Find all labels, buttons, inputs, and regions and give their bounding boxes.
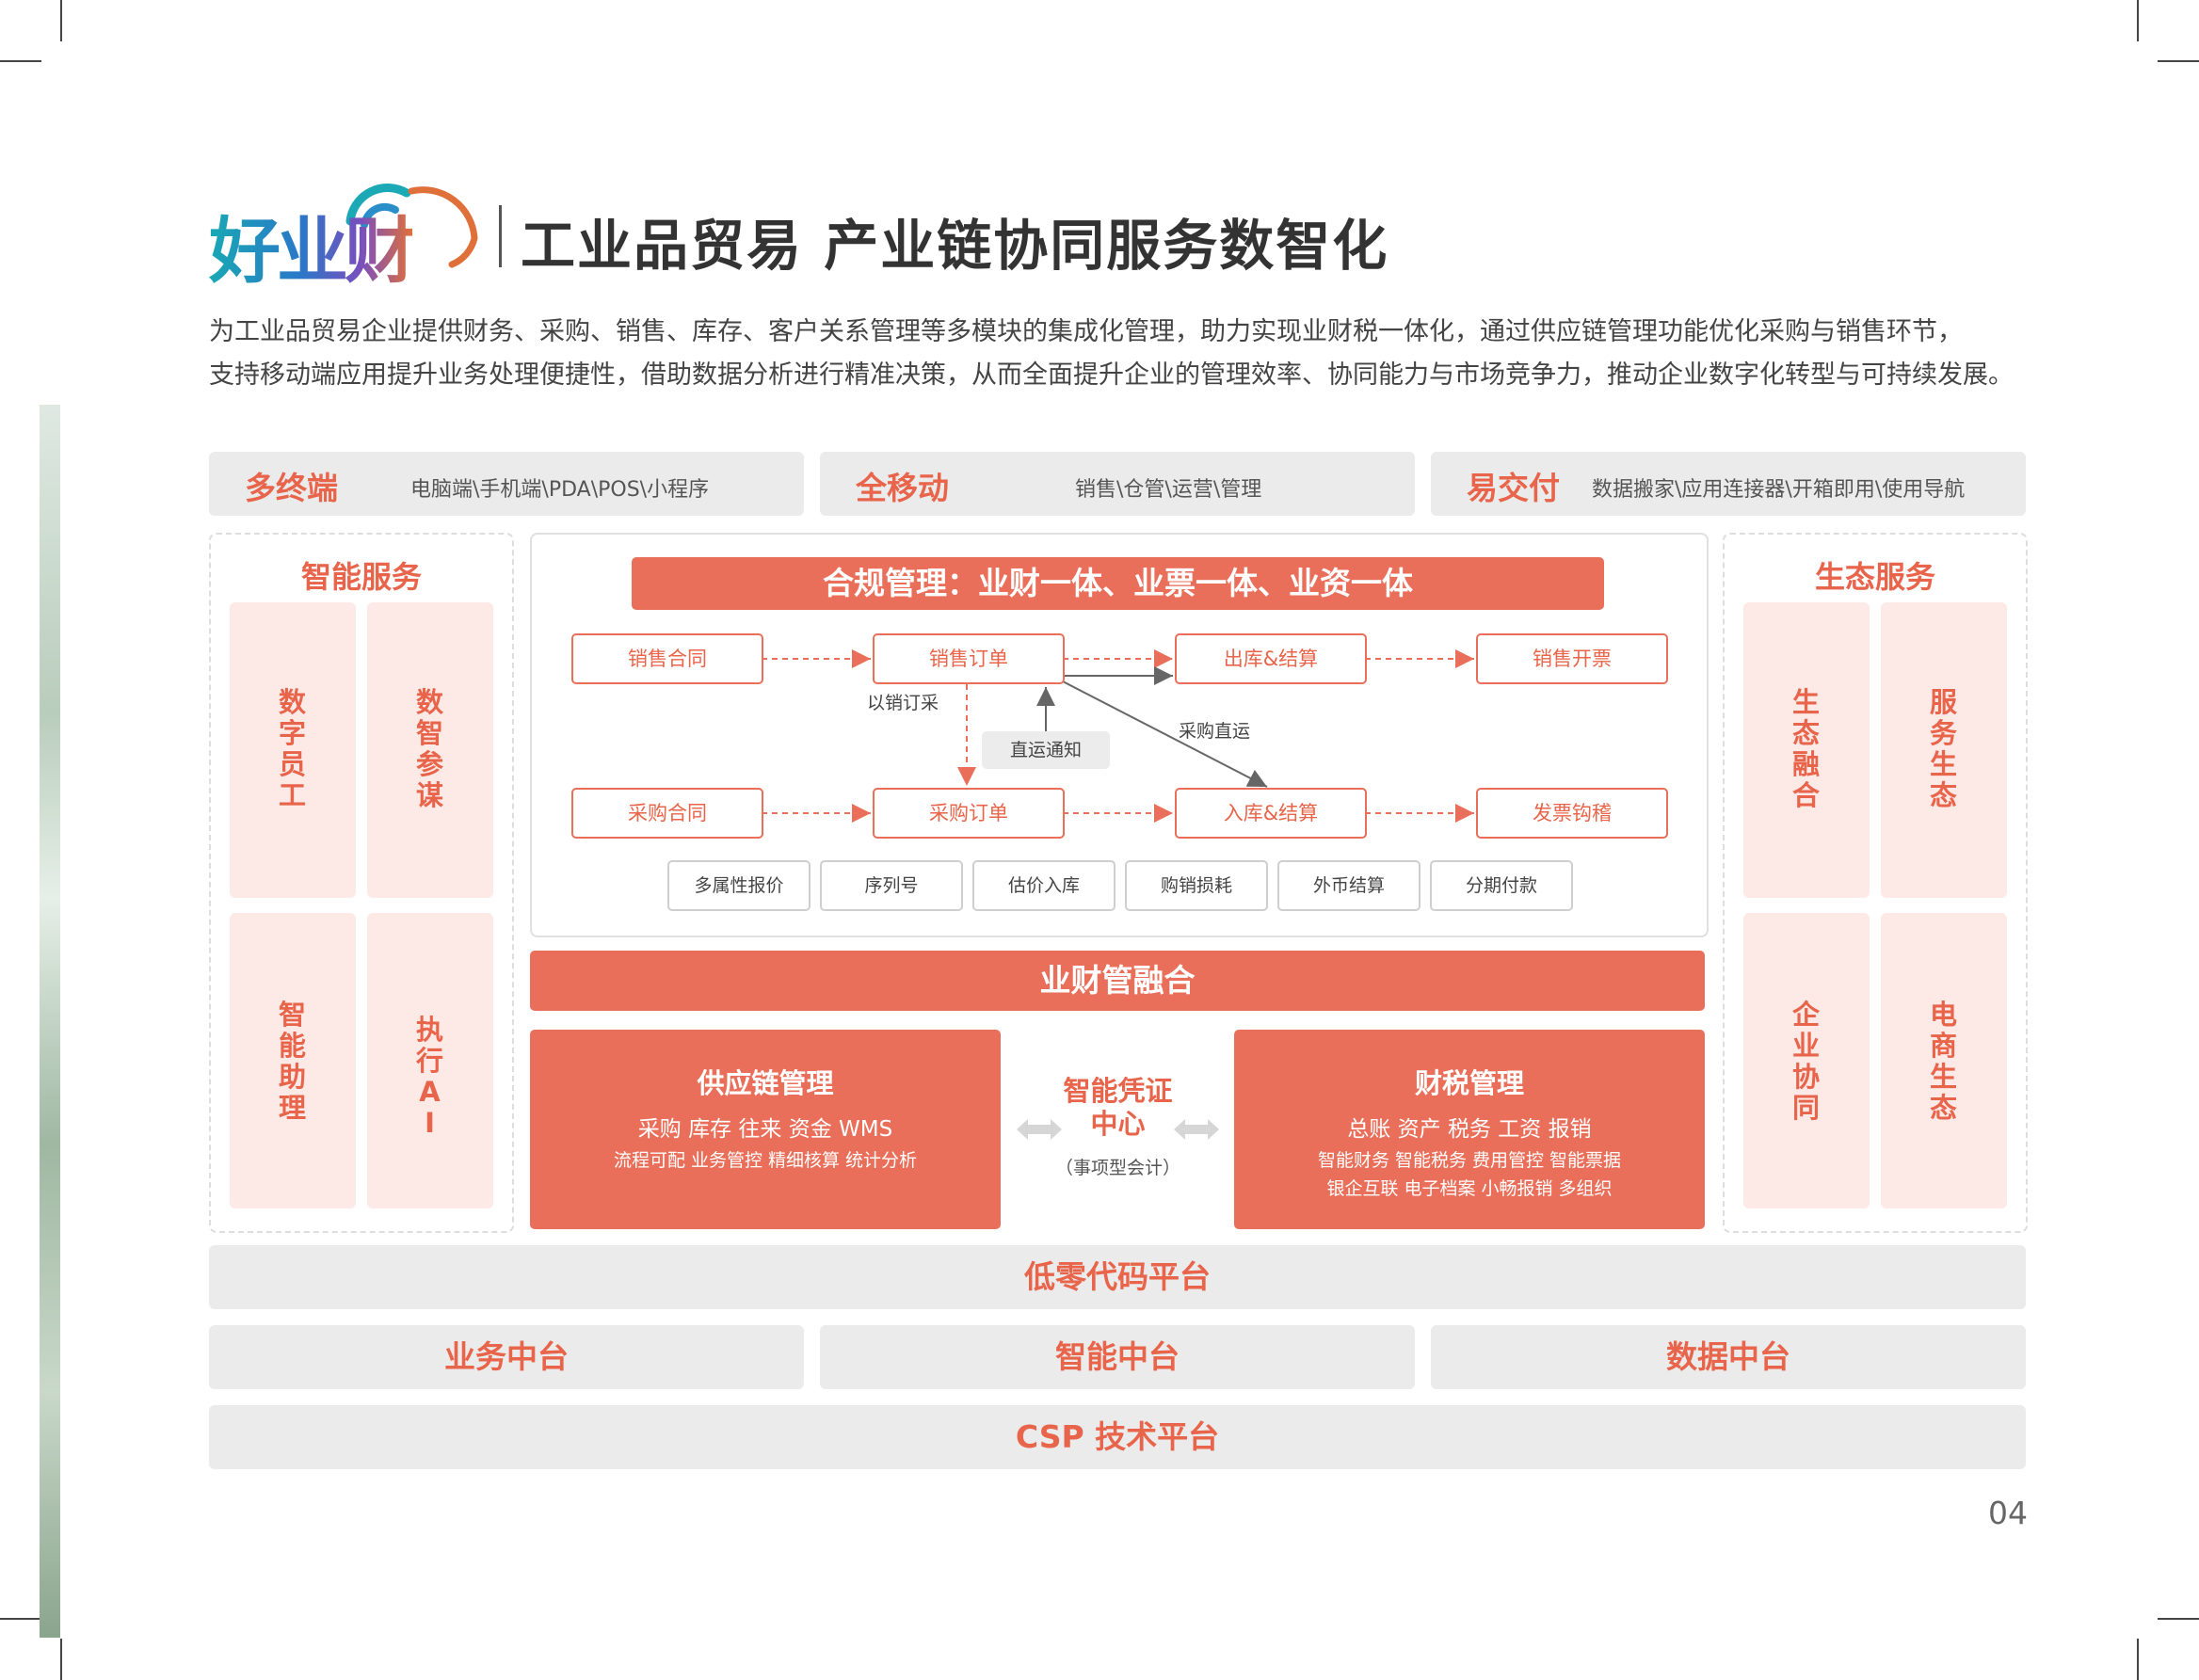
service-card: 电商生态 — [1881, 913, 2007, 1208]
topbar-sub: 电脑端\手机端\PDA\POS\小程序 — [410, 478, 710, 502]
data-middle-platform: 数据中台 — [1431, 1325, 2026, 1389]
double-arrow-icon — [1017, 1119, 1062, 1140]
service-card: 智能助理 — [230, 913, 356, 1208]
finance-tax-modules: 总账 资产 税务 工资 报销 — [1347, 1117, 1592, 1142]
feature-chip: 估价入库 — [972, 860, 1116, 911]
service-card: 服务生态 — [1881, 602, 2007, 898]
feature-chip: 分期付款 — [1430, 860, 1573, 911]
service-card-label: 服务生态 — [1929, 686, 1957, 811]
compliance-header: 合规管理：业财一体、业票一体、业资一体 — [632, 557, 1604, 610]
service-card-label: 数字员工 — [278, 686, 306, 811]
crop-mark — [2137, 1639, 2139, 1680]
flow-inbound-settlement: 入库&结算 — [1175, 788, 1367, 839]
description-line: 为工业品贸易企业提供财务、采购、销售、库存、客户关系管理等多模块的集成化管理，助… — [209, 317, 1963, 346]
voucher-center-sub: （事项型会计） — [1054, 1158, 1180, 1178]
service-card-label: 数智参谋 — [415, 686, 443, 811]
topbar-sub: 数据搬家\应用连接器\开箱即用\使用导航 — [1592, 478, 1966, 502]
page-number: 04 — [1988, 1495, 2028, 1531]
topbar-full-mobile: 全移动 销售\仓管\运营\管理 — [820, 452, 1415, 516]
description-line: 支持移动端应用提升业务处理便捷性，借助数据分析进行精准决策，从而全面提升企业的管… — [209, 360, 2014, 390]
title-divider — [499, 205, 502, 267]
feature-chip: 购销损耗 — [1125, 860, 1268, 911]
lowcode-platform-bar: 低零代码平台 — [209, 1245, 2026, 1309]
panel-title: 生态服务 — [1814, 559, 1935, 595]
panel-title: 智能服务 — [300, 559, 422, 595]
direct-shipping-notice: 直运通知 — [982, 731, 1110, 769]
topbar-multi-terminal: 多终端 电脑端\手机端\PDA\POS\小程序 — [209, 452, 804, 516]
service-card-label: 电商生态 — [1929, 999, 1957, 1124]
crop-mark — [2137, 0, 2139, 41]
logo-text: 好业财 — [209, 193, 416, 296]
crop-mark — [0, 1618, 41, 1620]
service-card: 企业协同 — [1743, 913, 1870, 1208]
service-card: 数字员工 — [230, 602, 356, 898]
label-sale-to-purchase: 以销订采 — [867, 693, 939, 713]
flow-sales-contract: 销售合同 — [571, 633, 763, 684]
service-card-label: 生态融合 — [1791, 686, 1820, 811]
finance-tax-title: 财税管理 — [1414, 1067, 1524, 1099]
logo: 好业财 — [209, 165, 491, 293]
topbar-easy-delivery: 易交付 数据搬家\应用连接器\开箱即用\使用导航 — [1431, 452, 2026, 516]
finance-tax-features: 银企互联 电子档案 小畅报销 多组织 — [1326, 1178, 1613, 1199]
supply-chain-modules: 采购 库存 往来 资金 WMS — [637, 1117, 893, 1142]
service-card-label: 执行AI — [415, 1014, 443, 1139]
business-middle-platform: 业务中台 — [209, 1325, 804, 1389]
flow-invoice-matching: 发票钩稽 — [1476, 788, 1668, 839]
topbar-title: 易交付 — [1467, 470, 1560, 506]
smart-middle-platform: 智能中台 — [820, 1325, 1415, 1389]
flow-purchase-contract: 采购合同 — [571, 788, 763, 839]
edge-photo-strip — [40, 405, 60, 1638]
business-finance-fusion-bar: 业财管融合 — [530, 951, 1705, 1011]
crop-mark — [2158, 60, 2199, 62]
flow-sales-order: 销售订单 — [873, 633, 1065, 684]
supply-chain-title: 供应链管理 — [697, 1067, 834, 1099]
crop-mark — [2158, 1618, 2199, 1620]
crop-mark — [0, 60, 41, 62]
feature-chip: 序列号 — [820, 860, 963, 911]
feature-chip: 外币结算 — [1277, 860, 1421, 911]
description: 为工业品贸易企业提供财务、采购、销售、库存、客户关系管理等多模块的集成化管理，助… — [209, 311, 2045, 397]
service-card: 数智参谋 — [367, 602, 493, 898]
voucher-title-line: 中心 — [1090, 1108, 1146, 1140]
smart-service-panel: 智能服务 数字员工 数智参谋 智能助理 执行AI — [209, 533, 514, 1233]
voucher-center-title: 智能凭证 中心 — [1035, 1075, 1200, 1141]
supply-chain-box: 供应链管理 采购 库存 往来 资金 WMS 流程可配 业务管控 精细核算 统计分… — [530, 1030, 1001, 1229]
crop-mark — [60, 1639, 62, 1680]
feature-chip: 多属性报价 — [667, 860, 811, 911]
finance-tax-features: 智能财务 智能税务 费用管控 智能票据 — [1317, 1150, 1622, 1171]
flow-outbound-settlement: 出库&结算 — [1175, 633, 1367, 684]
flow-purchase-order: 采购订单 — [873, 788, 1065, 839]
crop-mark — [60, 0, 62, 41]
service-card: 执行AI — [367, 913, 493, 1208]
flow-sales-invoice: 销售开票 — [1476, 633, 1668, 684]
wifi-icon — [345, 184, 478, 268]
service-card-label: 智能助理 — [278, 999, 306, 1124]
topbar-sub: 销售\仓管\运营\管理 — [1075, 478, 1262, 502]
topbar-title: 全移动 — [856, 470, 949, 506]
ecosystem-service-panel: 生态服务 生态融合 服务生态 企业协同 电商生态 — [1723, 533, 2028, 1233]
double-arrow-icon — [1174, 1119, 1219, 1140]
supply-chain-features: 流程可配 业务管控 精细核算 统计分析 — [613, 1150, 918, 1171]
finance-tax-box: 财税管理 总账 资产 税务 工资 报销 智能财务 智能税务 费用管控 智能票据 … — [1234, 1030, 1705, 1229]
topbar-title: 多终端 — [245, 470, 338, 506]
csp-tech-platform-bar: CSP 技术平台 — [209, 1405, 2026, 1469]
page-title: 工业品贸易 产业链协同服务数智化 — [521, 214, 1389, 278]
voucher-title-line: 智能凭证 — [1063, 1075, 1173, 1107]
label-direct-purchase: 采购直运 — [1179, 721, 1251, 742]
service-card-label: 企业协同 — [1791, 999, 1820, 1124]
service-card: 生态融合 — [1743, 602, 1870, 898]
